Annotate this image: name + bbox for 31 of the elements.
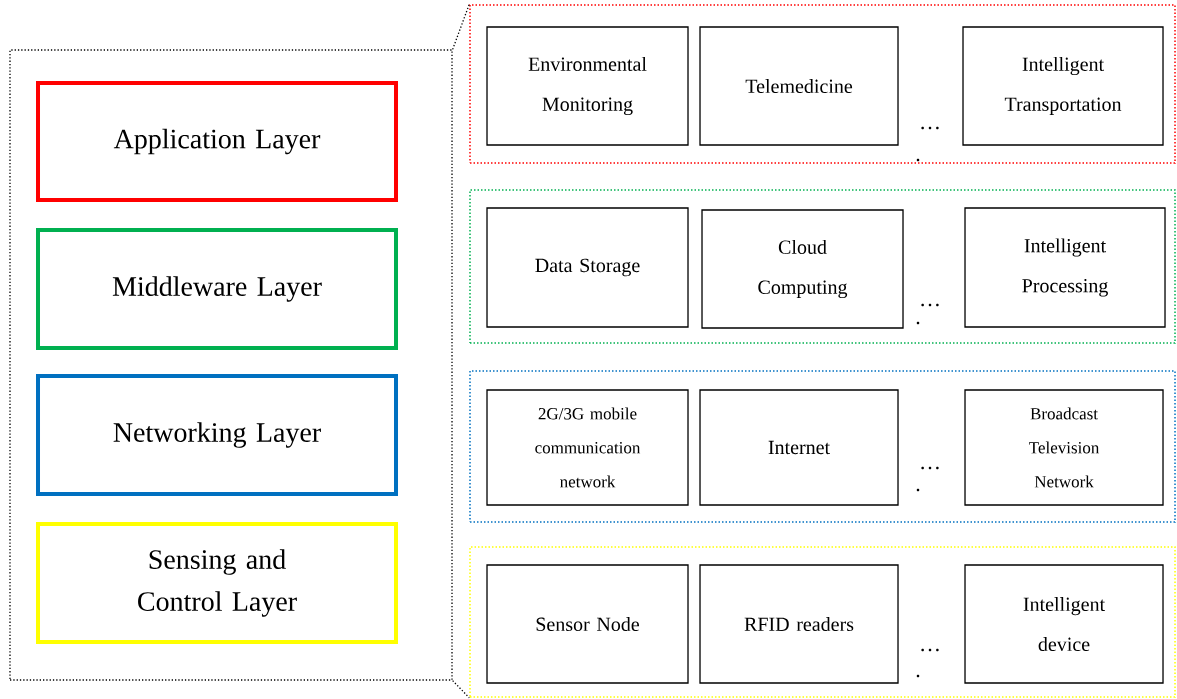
zoom-line	[452, 3, 470, 50]
layer-box: Application Layer	[36, 81, 398, 202]
layer-box: Middleware Layer	[36, 228, 398, 350]
ellipsis: …	[921, 648, 939, 652]
dot: .	[916, 674, 920, 678]
component-box: Intelligent Transportation	[962, 26, 1164, 146]
component-box: Data Storage	[486, 207, 689, 328]
component-box: Environmental Monitoring	[486, 26, 689, 146]
group-frame	[469, 4, 1176, 164]
layer-box: Networking Layer	[36, 374, 398, 496]
group-frame	[469, 546, 1176, 698]
component-box: Telemedicine	[699, 26, 899, 146]
component-box: Cloud Computing	[701, 209, 904, 329]
ellipsis: …	[921, 126, 939, 130]
ellipsis: …	[921, 303, 939, 307]
component-box: Broadcast Television Network	[964, 389, 1164, 506]
component-box: RFID readers	[699, 564, 899, 684]
ellipsis: …	[921, 466, 939, 470]
layer-box: Sensing and Control Layer	[36, 522, 398, 644]
component-box: Intelligent Processing	[964, 207, 1166, 328]
component-box: 2G/3G mobile communication network	[486, 389, 689, 506]
zoom-line	[452, 680, 470, 699]
group-frame	[469, 370, 1176, 523]
layer-stack-frame	[9, 49, 453, 681]
component-box: Sensor Node	[486, 564, 689, 684]
dot: .	[916, 321, 920, 325]
dot: .	[916, 158, 920, 162]
component-box: Internet	[699, 389, 899, 506]
component-box: Intelligent device	[964, 564, 1164, 684]
group-frame	[469, 189, 1176, 344]
dot: .	[916, 488, 920, 492]
